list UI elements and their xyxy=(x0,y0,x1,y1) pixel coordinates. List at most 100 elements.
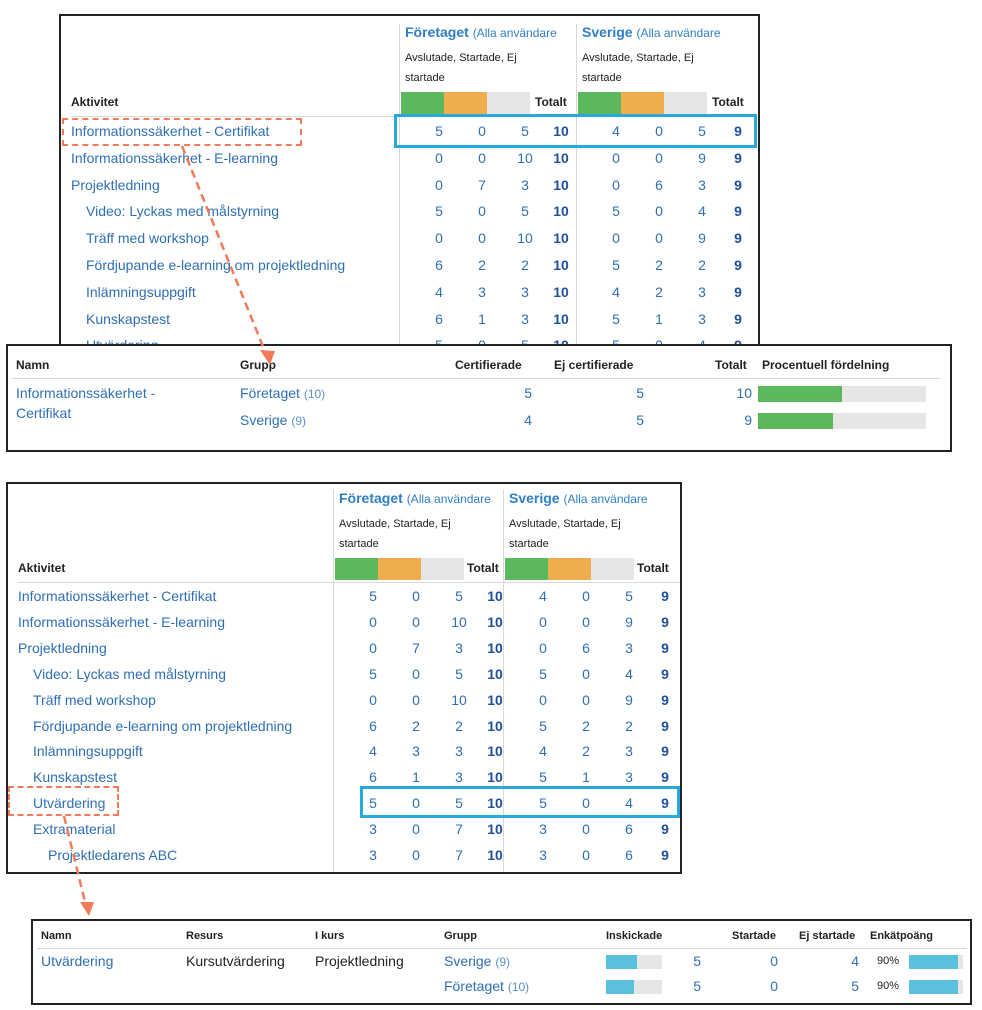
completed-count[interactable]: 3 xyxy=(539,821,547,838)
completed-count[interactable]: 5 xyxy=(612,257,620,273)
started-count[interactable]: 0 xyxy=(412,821,420,838)
total-count[interactable]: 9 xyxy=(661,665,669,682)
completed-count[interactable]: 4 xyxy=(539,743,547,760)
not-started-count[interactable]: 3 xyxy=(455,639,463,656)
started-count[interactable]: 0 xyxy=(582,821,590,838)
not-started-count[interactable]: 5 xyxy=(521,203,529,220)
activity-link[interactable]: Utvärdering xyxy=(33,795,106,812)
not-started-count[interactable]: 3 xyxy=(698,283,706,300)
activity-link[interactable]: Träff med workshop xyxy=(33,691,156,708)
total-count[interactable]: 9 xyxy=(661,613,669,630)
completed-count[interactable]: 5 xyxy=(369,665,377,682)
survey-name-link[interactable]: Utvärdering xyxy=(41,953,114,969)
activity-link[interactable]: Informationssäkerhet - Certifikat xyxy=(71,123,270,139)
started-count[interactable]: 2 xyxy=(655,283,663,300)
activity-link[interactable]: Kunskapstest xyxy=(33,769,118,786)
group-header-0[interactable]: Företaget (Alla användare xyxy=(405,24,557,40)
started-count[interactable]: 3 xyxy=(478,283,486,300)
total-count[interactable]: 9 xyxy=(734,257,742,273)
not-started-count[interactable]: 3 xyxy=(625,639,633,656)
started-count[interactable]: 1 xyxy=(655,310,663,327)
started-count[interactable]: 0 xyxy=(478,149,486,166)
total-count[interactable]: 9 xyxy=(744,412,752,428)
group-link[interactable]: Sverige (9) xyxy=(240,411,306,431)
started-count[interactable]: 0 xyxy=(412,588,420,604)
group-link[interactable]: Företaget (10) xyxy=(444,977,529,997)
certified-count[interactable]: 4 xyxy=(524,412,532,428)
group-name[interactable]: Sverige xyxy=(240,412,288,428)
completed-count[interactable]: 5 xyxy=(612,203,620,220)
not-started-count[interactable]: 10 xyxy=(451,613,467,630)
not-started-count[interactable]: 3 xyxy=(698,176,706,193)
not-started-count[interactable]: 3 xyxy=(625,743,633,760)
total-count[interactable]: 10 xyxy=(553,149,569,166)
total-count[interactable]: 9 xyxy=(661,847,669,863)
total-count[interactable]: 9 xyxy=(734,230,742,247)
started-count[interactable]: 0 xyxy=(478,230,486,247)
not-started-count[interactable]: 5 xyxy=(455,665,463,682)
started-count[interactable]: 0 xyxy=(647,336,671,348)
not-started-count[interactable]: 9 xyxy=(625,613,633,630)
total-count[interactable]: 10 xyxy=(553,310,569,327)
not-started-count[interactable]: 10 xyxy=(451,691,467,708)
total-count[interactable]: 10 xyxy=(487,613,503,630)
group-link[interactable]: Företaget (10) xyxy=(240,384,325,404)
group-name[interactable]: Sverige xyxy=(582,24,633,40)
certified-count[interactable]: 5 xyxy=(524,385,532,401)
completed-count[interactable]: 4 xyxy=(612,123,620,139)
total-count[interactable]: 9 xyxy=(661,795,669,812)
started-count[interactable]: 0 xyxy=(412,691,420,708)
activity-link[interactable]: Projektledning xyxy=(71,176,160,193)
completed-count[interactable]: 6 xyxy=(369,769,377,786)
not-started-count[interactable]: 3 xyxy=(455,769,463,786)
total-count[interactable]: 10 xyxy=(487,588,503,604)
group-header-1[interactable]: Sverige (Alla användare xyxy=(509,490,648,506)
activity-link[interactable]: Informationssäkerhet - E-learning xyxy=(18,613,225,630)
activity-link[interactable]: Inlämningsuppgift xyxy=(33,743,143,760)
activity-link[interactable]: Informationssäkerhet - E-learning xyxy=(71,149,278,166)
total-count[interactable]: 10 xyxy=(487,691,503,708)
submitted-count[interactable]: 5 xyxy=(693,978,701,994)
total-count[interactable]: 10 xyxy=(487,665,503,682)
not-certified-count[interactable]: 5 xyxy=(636,412,644,428)
not-started-count[interactable]: 5 xyxy=(513,336,537,348)
completed-count[interactable]: 0 xyxy=(612,176,620,193)
completed-count[interactable]: 0 xyxy=(369,639,377,656)
started-count[interactable]: 6 xyxy=(582,639,590,656)
activity-link[interactable]: Extramaterial xyxy=(33,821,116,838)
completed-count[interactable]: 0 xyxy=(369,691,377,708)
total-count[interactable]: 9 xyxy=(661,588,669,604)
not-started-count[interactable]: 4 xyxy=(851,953,859,969)
started-count[interactable]: 1 xyxy=(582,769,590,786)
started-count[interactable]: 0 xyxy=(582,847,590,863)
not-started-count[interactable]: 9 xyxy=(698,230,706,247)
completed-count[interactable]: 5 xyxy=(612,310,620,327)
activity-link[interactable]: Projektledarens ABC xyxy=(48,847,178,863)
activity-link[interactable]: Inlämningsuppgift xyxy=(86,283,196,300)
not-started-count[interactable]: 7 xyxy=(455,821,463,838)
completed-count[interactable]: 6 xyxy=(369,717,377,734)
group-link[interactable]: Sverige (9) xyxy=(444,952,510,972)
not-started-count[interactable]: 2 xyxy=(521,257,529,273)
not-started-count[interactable]: 4 xyxy=(698,203,706,220)
completed-count[interactable]: 0 xyxy=(539,613,547,630)
total-count[interactable]: 10 xyxy=(553,123,569,139)
completed-count[interactable]: 0 xyxy=(435,149,443,166)
total-count[interactable]: 10 xyxy=(487,639,503,656)
not-started-count[interactable]: 5 xyxy=(698,123,706,139)
total-count[interactable]: 9 xyxy=(661,743,669,760)
total-count[interactable]: 9 xyxy=(661,821,669,838)
completed-count[interactable]: 0 xyxy=(539,639,547,656)
total-count[interactable]: 9 xyxy=(726,336,750,348)
activity-link[interactable]: Video: Lyckas med målstyrning xyxy=(86,203,279,220)
activity-link[interactable]: Träff med workshop xyxy=(86,230,209,247)
started-count[interactable]: 2 xyxy=(478,257,486,273)
started-count[interactable]: 0 xyxy=(582,613,590,630)
total-count[interactable]: 10 xyxy=(553,176,569,193)
completed-count[interactable]: 5 xyxy=(369,588,377,604)
total-count[interactable]: 9 xyxy=(734,283,742,300)
not-started-count[interactable]: 3 xyxy=(625,769,633,786)
started-count[interactable]: 0 xyxy=(478,203,486,220)
total-count[interactable]: 10 xyxy=(553,203,569,220)
total-count[interactable]: 9 xyxy=(734,310,742,327)
